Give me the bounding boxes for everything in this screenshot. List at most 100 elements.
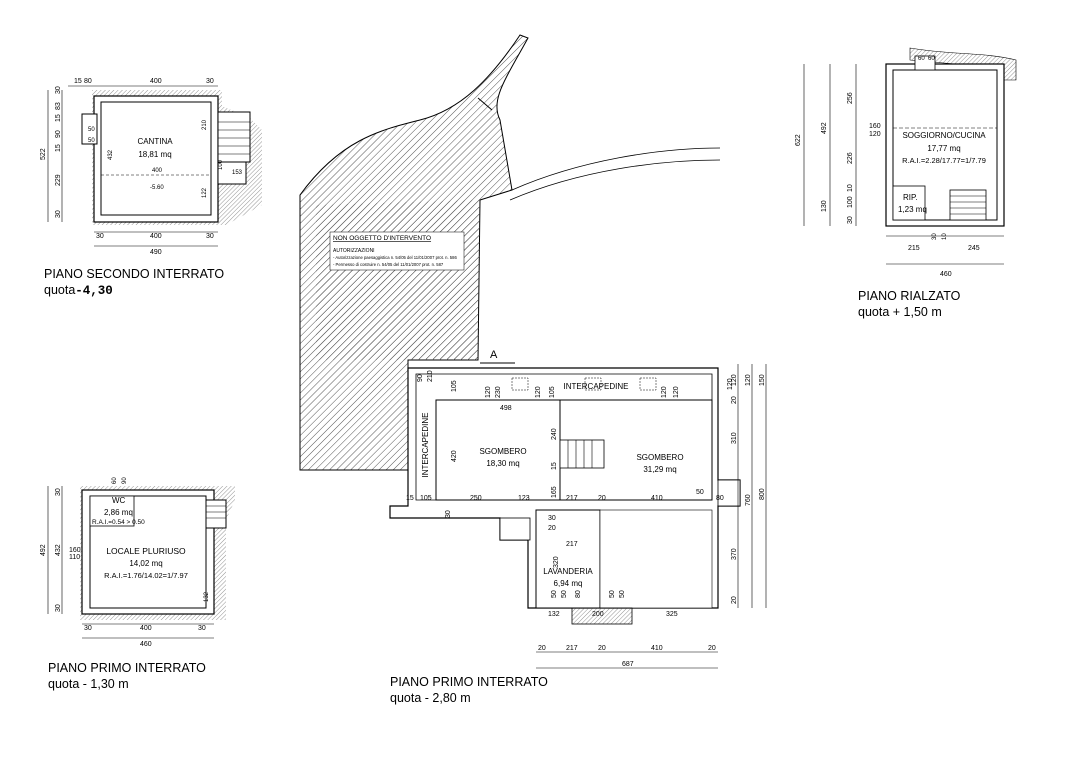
dim-misc-1: 210 bbox=[427, 370, 434, 382]
dim-misc-12: 240 bbox=[551, 428, 558, 440]
dim-inner-3: 10 bbox=[942, 233, 948, 240]
dim-misc-7: 105 bbox=[549, 386, 556, 398]
soggiorno-name: SOGGIORNO/CUCINA bbox=[902, 131, 986, 140]
dim-right-2: 310 bbox=[731, 432, 738, 444]
dim-inner-3: 400 bbox=[152, 168, 163, 174]
dim-inner-row-5: 217 bbox=[566, 495, 578, 502]
dim-total-bottom: 460 bbox=[940, 271, 952, 278]
dim-left-3: 30 bbox=[55, 488, 62, 496]
dim-misc-19: 50 bbox=[561, 590, 568, 598]
dim-inner-row-10: 30 bbox=[445, 510, 452, 518]
dim-left-5: 100 bbox=[847, 196, 854, 208]
section-mark-a: A bbox=[490, 349, 498, 361]
rip-area: 1,23 mq bbox=[898, 205, 927, 214]
dim-left-3: 226 bbox=[847, 152, 854, 164]
title-primo-interrato-small-quota: quota - 1,30 m bbox=[48, 677, 129, 691]
dim-misc-22: 50 bbox=[619, 590, 626, 598]
dim-top-2: 400 bbox=[150, 78, 162, 85]
intercapedine-left: INTERCAPEDINE bbox=[421, 413, 430, 478]
dim-right-4: 370 bbox=[731, 548, 738, 560]
dim-left-7: 30 bbox=[847, 216, 854, 224]
dim-bottom-0: 215 bbox=[908, 245, 920, 252]
dim-inner-6: 122 bbox=[202, 187, 208, 198]
title-primo-interrato-main-quota: quota - 2,80 m bbox=[390, 691, 471, 705]
title-primo-interrato-small: PIANO PRIMO INTERRATO quota - 1,30 m bbox=[48, 660, 206, 692]
dim-inner-row-2: 250 bbox=[470, 495, 482, 502]
dim-inner-row-4: 165 bbox=[551, 486, 558, 498]
dim-left-4: 30 bbox=[55, 604, 62, 612]
dim-misc-21: 50 bbox=[609, 590, 616, 598]
wc-name: WC bbox=[112, 496, 126, 505]
dim-bottom-1: 245 bbox=[968, 245, 980, 252]
dim-inner-row-1: 105 bbox=[420, 495, 432, 502]
dim-misc-4: 230 bbox=[495, 386, 502, 398]
locale-name: LOCALE PLURIUSO bbox=[106, 546, 186, 556]
dim-misc-9: 120 bbox=[673, 386, 680, 398]
dim-left-6: 30 bbox=[55, 210, 62, 218]
title-primo-interrato-small-name: PIANO PRIMO INTERRATO bbox=[48, 661, 206, 675]
note-line2: - Permesso di costruire n. 54/05 del 11/… bbox=[333, 262, 444, 267]
title-secondo-interrato: PIANO SECONDO INTERRATO quota-4,30 bbox=[44, 266, 224, 299]
dim-right-8: 150 bbox=[759, 374, 766, 386]
wc-area: 2,86 mq bbox=[104, 508, 133, 517]
dim-inner-1: 60 bbox=[928, 56, 935, 62]
dim-bottom-3: 410 bbox=[651, 645, 663, 652]
dim-total-bottom: 460 bbox=[140, 641, 152, 648]
dim-left-6: 130 bbox=[821, 200, 828, 212]
locale-area: 14,02 mq bbox=[129, 559, 162, 568]
locale-rai: R.A.I.=1.76/14.02=1/7.97 bbox=[104, 571, 188, 580]
dim-misc-3: 120 bbox=[485, 386, 492, 398]
note-title: NON OGGETTO D'INTERVENTO bbox=[333, 235, 431, 242]
dim-inner-1: 50 bbox=[88, 138, 95, 144]
dim-right-6: 120 bbox=[745, 374, 752, 386]
dim-left-0: 30 bbox=[55, 86, 62, 94]
dim-bottom-2: 30 bbox=[206, 233, 214, 240]
dim-right-0: 120 bbox=[731, 374, 738, 386]
dim-inner-2: 132 bbox=[204, 591, 210, 602]
lavanderia-area: 6,94 mq bbox=[554, 579, 583, 588]
soggiorno-area: 17,77 mq bbox=[927, 144, 960, 153]
dim-inner-row-8: 50 bbox=[696, 489, 704, 496]
soggiorno-rai: R.A.I.=2.28/17.77=1/7.79 bbox=[902, 156, 986, 165]
dim-inner-row-0: 15 bbox=[406, 495, 414, 502]
rip-name: RIP. bbox=[903, 193, 918, 202]
dim-misc-25: 325 bbox=[666, 611, 678, 618]
note-box bbox=[329, 231, 465, 271]
dim-misc-17: 320 bbox=[553, 556, 560, 568]
dim-inner-0: 60 bbox=[918, 56, 925, 62]
dim-inner-1: 90 bbox=[122, 477, 128, 484]
dim-right-7: 800 bbox=[759, 488, 766, 500]
plan-primo-interrato-main: NON OGGETTO D'INTERVENTO AUTORIZZAZIONI … bbox=[299, 34, 767, 669]
dim-right-5: 20 bbox=[731, 596, 738, 604]
dim-top-1: 80 bbox=[84, 78, 92, 85]
dim-bottom-1: 400 bbox=[140, 625, 152, 632]
dim-top-0: 15 bbox=[74, 78, 82, 85]
dim-misc-18: 50 bbox=[551, 590, 558, 598]
title-primo-interrato-main-name: PIANO PRIMO INTERRATO bbox=[390, 675, 548, 689]
dim-misc-23: 132 bbox=[548, 611, 560, 618]
dim-bottom-0: 30 bbox=[96, 233, 104, 240]
title-rialzato-name: PIANO RIALZATO bbox=[858, 289, 961, 303]
title-secondo-interrato-quota: quota-4,30 bbox=[44, 282, 224, 299]
sgombero2-name: SGOMBERO bbox=[636, 453, 683, 462]
dim-misc-20: 80 bbox=[575, 590, 582, 598]
dim-right-3: 760 bbox=[745, 494, 752, 506]
dim-left-2: 432 bbox=[55, 544, 62, 556]
dim-misc-14: 30 bbox=[548, 515, 556, 522]
dim-left-0: 160 bbox=[69, 547, 81, 554]
intercapedine-top: INTERCAPEDINE bbox=[564, 382, 629, 391]
dim-misc-24: 200 bbox=[592, 611, 604, 618]
wc-rai: R.A.I.=0.54 > 0.50 bbox=[92, 519, 145, 526]
dim-inner-0: 60 bbox=[112, 477, 118, 484]
dim-total-left: 522 bbox=[40, 148, 47, 160]
title-rialzato-quota: quota + 1,50 m bbox=[858, 305, 942, 319]
dim-left-4: 10 bbox=[847, 184, 854, 192]
dim-inner-row-7: 410 bbox=[651, 495, 663, 502]
dim-bottom-1: 217 bbox=[566, 645, 578, 652]
dim-inner-0: 50 bbox=[88, 127, 95, 133]
lavanderia-name: LAVANDERIA bbox=[543, 567, 593, 576]
dim-misc-10: 120 bbox=[727, 378, 734, 390]
dim-total-bottom: 687 bbox=[622, 661, 634, 668]
dim-bottom-4: 20 bbox=[708, 645, 716, 652]
cantina-name: CANTINA bbox=[137, 137, 173, 146]
